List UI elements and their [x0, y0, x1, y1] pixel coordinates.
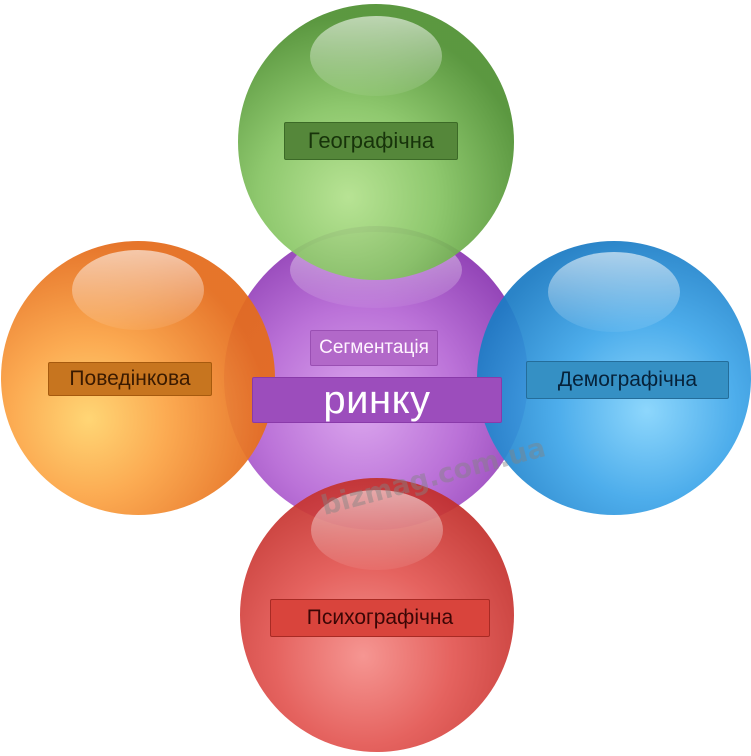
left-gloss — [72, 250, 204, 330]
segment-label-behavioral: Поведінкова — [48, 362, 212, 396]
segment-label-psychographic: Психографічна — [270, 599, 490, 637]
top-gloss — [310, 16, 442, 96]
segment-label-demographic: Демографічна — [526, 361, 729, 399]
center-label-segmentation: Сегментація — [310, 330, 438, 366]
segment-label-geographic: Географічна — [284, 122, 458, 160]
center-label-market: ринку — [252, 377, 502, 423]
right-gloss — [548, 252, 680, 332]
bottom-gloss — [311, 490, 443, 570]
